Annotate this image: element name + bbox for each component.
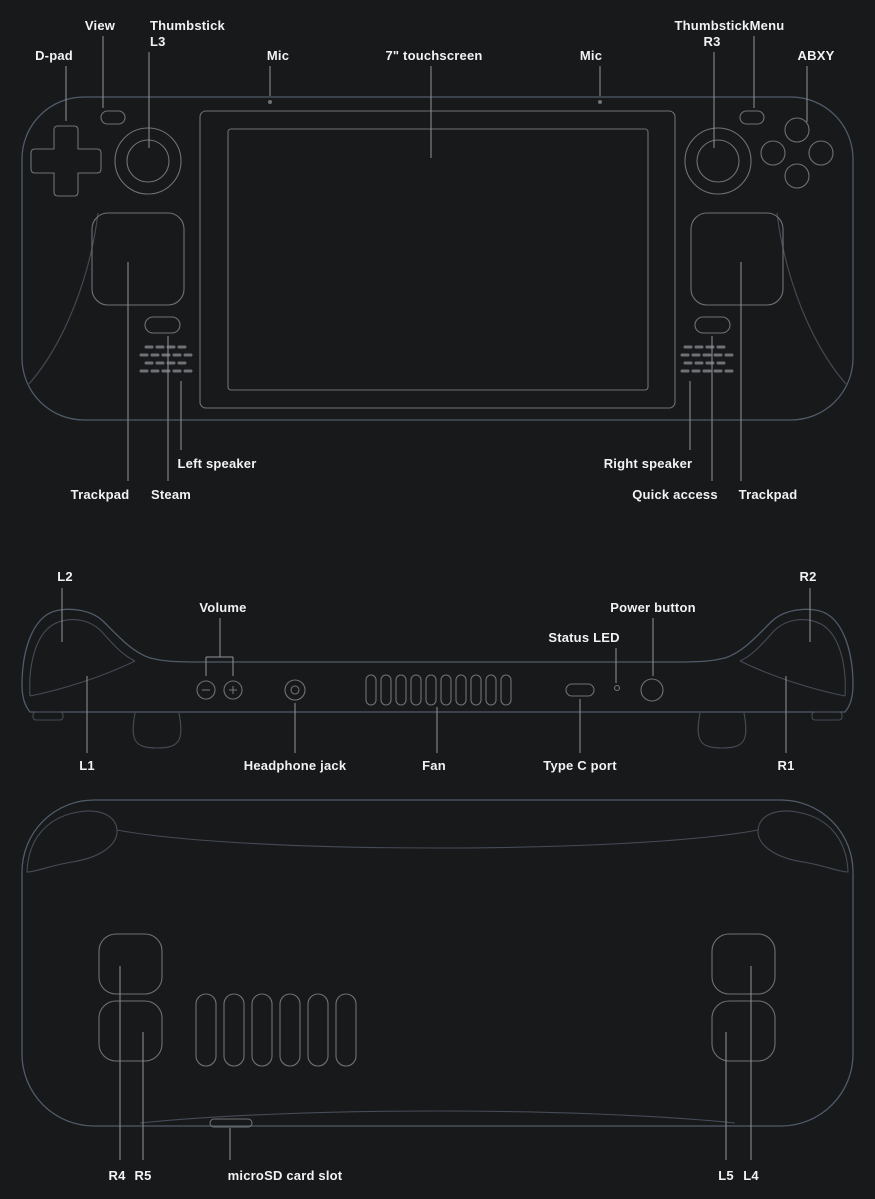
label-r4: R4 <box>108 1168 126 1183</box>
right-speaker-grille <box>680 345 736 373</box>
label-quick-access: Quick access <box>632 487 718 502</box>
fan-grille <box>365 674 512 706</box>
volume-plus-icon <box>229 686 237 694</box>
right-grip-seam <box>776 212 847 385</box>
label-r1: R1 <box>777 758 795 773</box>
r2-trigger-seam-top <box>739 619 846 697</box>
back-body-outline <box>21 799 854 1127</box>
label-fan: Fan <box>422 758 446 773</box>
label-microsd: microSD card slot <box>227 1168 343 1183</box>
top-details <box>196 674 664 706</box>
label-mic-left: Mic <box>266 48 290 63</box>
type-c-port <box>565 683 595 697</box>
label-l2: L2 <box>57 569 73 584</box>
right-grip-bump <box>757 810 849 873</box>
top-underside-shapes <box>32 711 843 749</box>
r5-button <box>98 1000 163 1062</box>
left-grip-seam <box>28 212 99 385</box>
abxy-b-button <box>808 140 834 166</box>
thumbstick-r3 <box>684 127 752 195</box>
label-volume: Volume <box>199 600 247 615</box>
abxy-y-button <box>784 117 810 143</box>
volume-plus-button <box>223 680 243 700</box>
thumbstick-l3-cap <box>126 139 170 183</box>
label-thumbstick-l3-line2: L3 <box>150 34 166 49</box>
label-headphone-jack: Headphone jack <box>243 758 347 773</box>
label-l1: L1 <box>79 758 95 773</box>
label-trackpad-right: Trackpad <box>738 487 798 502</box>
label-right-speaker: Right speaker <box>603 456 693 471</box>
steam-button <box>144 316 181 334</box>
label-trackpad-left: Trackpad <box>70 487 130 502</box>
label-menu: Menu <box>749 18 785 33</box>
abxy-x-button <box>760 140 786 166</box>
l4-button <box>711 933 776 995</box>
back-top-contour <box>116 829 759 849</box>
thumbstick-r3-cap <box>696 139 740 183</box>
label-mic-right: Mic <box>579 48 603 63</box>
front-body-outline <box>21 96 854 421</box>
front-view-drawing <box>21 96 854 421</box>
label-r2: R2 <box>799 569 817 584</box>
thumbstick-l3 <box>114 127 182 195</box>
top-body-outline <box>21 608 854 713</box>
dpad-icon <box>30 125 102 197</box>
label-thumbstick-l3: Thumbstick L3 <box>150 18 225 50</box>
back-details <box>98 933 776 1128</box>
label-power-button: Power button <box>610 600 696 615</box>
abxy-a-button <box>784 163 810 189</box>
microsd-slot <box>209 1118 253 1128</box>
right-trackpad <box>690 212 784 306</box>
menu-button <box>739 110 765 125</box>
leader-lines <box>61 36 811 1160</box>
l5-button <box>711 1000 776 1062</box>
l2-trigger-seam-top <box>29 619 136 697</box>
front-details <box>30 100 834 409</box>
top-view-drawing <box>21 608 854 749</box>
label-thumbstick-r3-line1: Thumbstick <box>674 18 750 33</box>
label-thumbstick-r3-line2: R3 <box>703 34 721 49</box>
screen-bezel <box>199 110 676 409</box>
label-type-c-port: Type C port <box>543 758 617 773</box>
label-touchscreen: 7" touchscreen <box>385 48 483 63</box>
left-grip-bump <box>26 810 118 873</box>
l2-trigger-seam-bottom <box>29 660 136 697</box>
view-button <box>100 110 126 125</box>
r4-button <box>98 933 163 995</box>
quick-access-button <box>694 316 731 334</box>
status-led <box>613 684 621 692</box>
volume-minus-button <box>196 680 216 700</box>
back-bottom-contour <box>139 1110 736 1124</box>
r2-trigger-seam-bottom <box>739 660 846 697</box>
left-underside-tab <box>32 711 64 721</box>
label-steam: Steam <box>150 487 192 502</box>
mic-left-dot <box>268 100 272 104</box>
right-stick-silhouette <box>697 712 747 749</box>
label-left-speaker: Left speaker <box>177 456 257 471</box>
label-abxy: ABXY <box>797 48 835 63</box>
left-speaker-grille <box>139 345 195 373</box>
mic-right-dot <box>598 100 602 104</box>
right-underside-tab <box>811 711 843 721</box>
label-dpad: D-pad <box>35 48 73 63</box>
power-button <box>640 678 664 702</box>
left-trackpad <box>91 212 185 306</box>
label-l5: L5 <box>718 1168 734 1183</box>
label-l4: L4 <box>743 1168 759 1183</box>
label-thumbstick-r3: Thumbstick R3 <box>675 18 750 50</box>
label-view: View <box>84 18 116 33</box>
label-status-led: Status LED <box>548 630 620 645</box>
headphone-jack-port <box>284 679 306 701</box>
left-stick-silhouette <box>132 712 182 749</box>
back-vents <box>195 993 357 1067</box>
back-view-drawing <box>21 799 854 1128</box>
label-r5: R5 <box>134 1168 152 1183</box>
label-thumbstick-l3-line1: Thumbstick <box>150 18 225 33</box>
touchscreen <box>227 128 649 391</box>
